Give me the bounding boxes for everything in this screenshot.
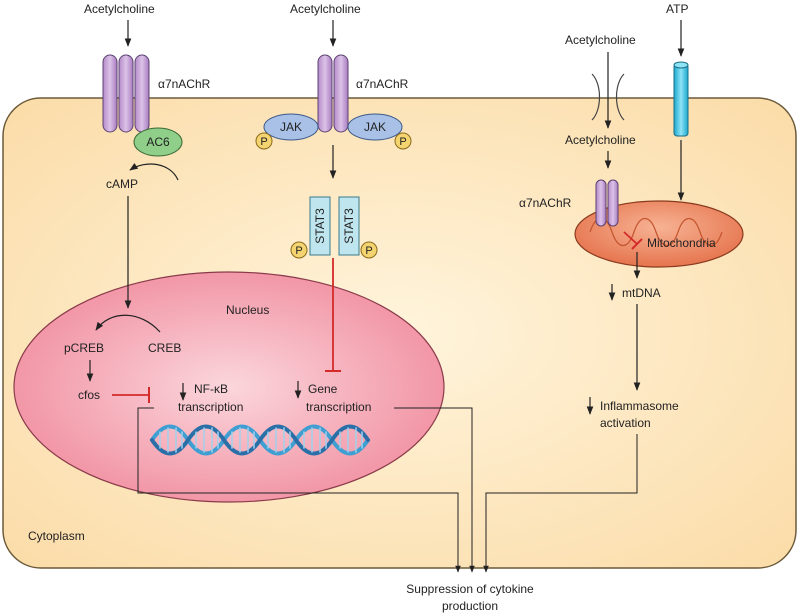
inhibit-receptor-mito [623, 231, 638, 245]
line-nfkb-to-suppression [137, 407, 461, 573]
inhibit-bar-mito [631, 238, 643, 250]
transporter-right [615, 73, 625, 121]
acetylcholine-right-top-label: Acetylcholine [565, 33, 636, 47]
mtdna-label: mtDNA [622, 286, 661, 300]
ac6-enzyme [133, 127, 183, 157]
mitochondria-cristae [589, 217, 723, 247]
atp-channel [673, 63, 689, 137]
inflammasome-label-line1: Inflammasome [600, 399, 679, 413]
dna-helix [150, 424, 370, 456]
suppression-label-line2: production [442, 599, 498, 613]
phospho-stat3-left-label: P [295, 245, 302, 257]
acetylcholine-right-inner-label: Acetylcholine [565, 133, 636, 147]
phospho-jak-right-label: P [399, 136, 406, 148]
camp-label: cAMP [106, 177, 138, 191]
atp-channel-top [673, 61, 689, 69]
arrow-creb-to-pcreb [95, 314, 161, 333]
phospho-jak-left [255, 132, 273, 150]
stat3-right [338, 196, 360, 256]
atp-label: ATP [666, 2, 688, 16]
line-inflammasome-to-suppression [483, 434, 638, 573]
receptor-right-label: α7nAChR [519, 196, 572, 210]
creb-label: CREB [148, 341, 181, 355]
receptor-left [102, 54, 150, 133]
cfos-label: cfos [78, 388, 100, 402]
phospho-stat3-right [360, 241, 378, 259]
stat3-right-label: STAT3 [342, 208, 356, 244]
mitochondria-label: Mitochondria [647, 236, 716, 250]
jak-left-label: JAK [280, 120, 302, 134]
receptor-left-label: α7nAChR [158, 77, 211, 91]
gene-label-line2: transcription [306, 400, 371, 414]
pcreb-label: pCREB [64, 341, 104, 355]
receptor-right [595, 179, 619, 227]
transporter-left [591, 73, 601, 121]
receptor-mid [317, 54, 349, 133]
nfkb-label-line2: transcription [178, 400, 243, 414]
stat3-left-label: STAT3 [313, 208, 327, 244]
stat3-left [309, 196, 331, 256]
receptor-mid-label: α7nAChR [356, 77, 409, 91]
nucleus-label: Nucleus [226, 303, 269, 317]
arrow-to-camp [129, 163, 179, 181]
phospho-jak-left-label: P [260, 136, 267, 148]
inflammasome-label-line2: activation [600, 416, 651, 430]
phospho-stat3-left [290, 241, 308, 259]
jak-left [263, 113, 319, 141]
jak-right-label: JAK [364, 120, 386, 134]
acetylcholine-left-label: Acetylcholine [84, 2, 155, 16]
gene-label-line1: Gene [308, 382, 338, 396]
phospho-jak-right [394, 132, 412, 150]
ac6-label: AC6 [146, 135, 170, 149]
nfkb-label-line1: NF-κB [194, 382, 228, 396]
line-gene-to-suppression [394, 407, 475, 573]
jak-right [347, 113, 403, 141]
acetylcholine-mid-label: Acetylcholine [290, 2, 361, 16]
cytoplasm-label: Cytoplasm [28, 529, 85, 543]
suppression-label-line1: Suppression of cytokine [406, 582, 534, 596]
phospho-stat3-right-label: P [365, 245, 372, 257]
